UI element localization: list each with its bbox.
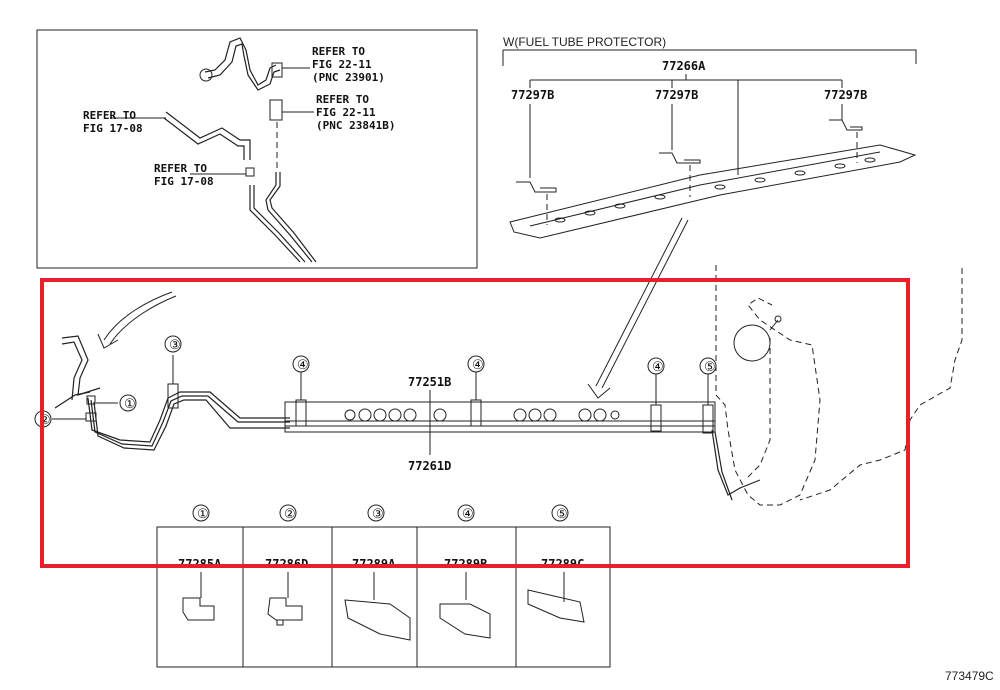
table-column: ⑤ 77289C (527, 504, 585, 623)
marker-4: ④ (647, 357, 665, 375)
valve-part (269, 99, 283, 121)
column-marker: ④ (462, 506, 474, 521)
location-arrow (587, 217, 689, 399)
protector-bracket-line (502, 49, 917, 66)
fuel-tube-protector: W(FUEL TUBE PROTECTOR) 77266A 77297B 772… (502, 35, 917, 399)
callout-label: (PNC 23901) (312, 71, 385, 84)
svg-text:④: ④ (652, 359, 664, 374)
column-marker: ① (197, 506, 209, 521)
svg-text:①: ① (124, 396, 136, 411)
figure-id: 773479C (945, 669, 994, 683)
table-column: ③ 77289A (344, 504, 411, 641)
bracket-part-number: 77297B (511, 88, 554, 102)
clamp-2-illustration (267, 597, 303, 621)
svg-text:④: ④ (297, 357, 309, 372)
clamp-2 (85, 412, 97, 422)
svg-text:⑤: ⑤ (704, 359, 716, 374)
fuel-tube-routing: 77251B 77261D ① ② ③ ④ ④ ④ ⑤ (34, 265, 963, 506)
clamp-4-illustration (439, 603, 491, 639)
bracket-part (829, 119, 863, 131)
clamp-5 (702, 404, 714, 434)
clamp-3-illustration (344, 599, 411, 641)
marker-4: ④ (292, 355, 310, 373)
marker-5: ⑤ (699, 357, 717, 375)
callout-label: REFER TO (316, 93, 369, 106)
callout-label: FIG 17-08 (83, 122, 143, 135)
bracket-part (659, 152, 701, 164)
callout-label: (PNC 23841B) (316, 119, 395, 132)
clamp-4 (470, 399, 482, 427)
callout-label: FIG 22-11 (316, 106, 376, 119)
reference-inset: REFER TO FIG 22-11 (PNC 23901) REFER TO … (36, 29, 478, 269)
callout-label: FIG 17-08 (154, 175, 214, 188)
filler-opening (733, 324, 771, 362)
table-column: ④ 77289B (439, 504, 491, 639)
column-marker: ② (284, 506, 296, 521)
column-marker: ③ (372, 506, 384, 521)
bracket-part-number: 77297B (655, 88, 698, 102)
marker-3: ③ (164, 335, 182, 353)
protector-side-view (284, 401, 716, 433)
filler-hose (204, 37, 277, 86)
callout-label: REFER TO (83, 109, 136, 122)
table-border (156, 526, 611, 668)
tube-part-number-upper: 77251B (408, 375, 451, 389)
column-marker: ⑤ (556, 506, 568, 521)
marker-4: ④ (467, 355, 485, 373)
filler-cap (199, 68, 213, 82)
tube-part-number-lower: 77261D (408, 459, 451, 473)
bracket-part-number: 77297B (824, 88, 867, 102)
inset-border (36, 29, 478, 269)
assembly-part-number: 77266A (662, 59, 706, 73)
svg-text:③: ③ (169, 337, 181, 352)
breather-pipe (165, 111, 251, 160)
callout-label: REFER TO (312, 45, 365, 58)
protector-caption: W(FUEL TUBE PROTECTOR) (503, 35, 666, 49)
table-column: ① 77285A (178, 504, 222, 621)
callout-label: FIG 22-11 (312, 58, 372, 71)
highlight-box (40, 278, 910, 568)
clamp-1-illustration (182, 597, 215, 621)
clamp-table: ① 77285A ② 77286D ③ 77289A ④ 77289B ⑤ 77… (156, 504, 611, 668)
svg-text:②: ② (39, 412, 51, 427)
clamp-1 (86, 395, 96, 405)
clamp-4 (650, 404, 662, 432)
marker-1: ① (119, 394, 137, 412)
callout-label: REFER TO (154, 162, 207, 175)
svg-text:④: ④ (472, 357, 484, 372)
direction-arrow (97, 291, 177, 349)
protector-body (509, 144, 917, 239)
clamp-5-illustration (527, 589, 585, 623)
bracket-part (516, 181, 557, 193)
clamp-4 (295, 399, 307, 427)
